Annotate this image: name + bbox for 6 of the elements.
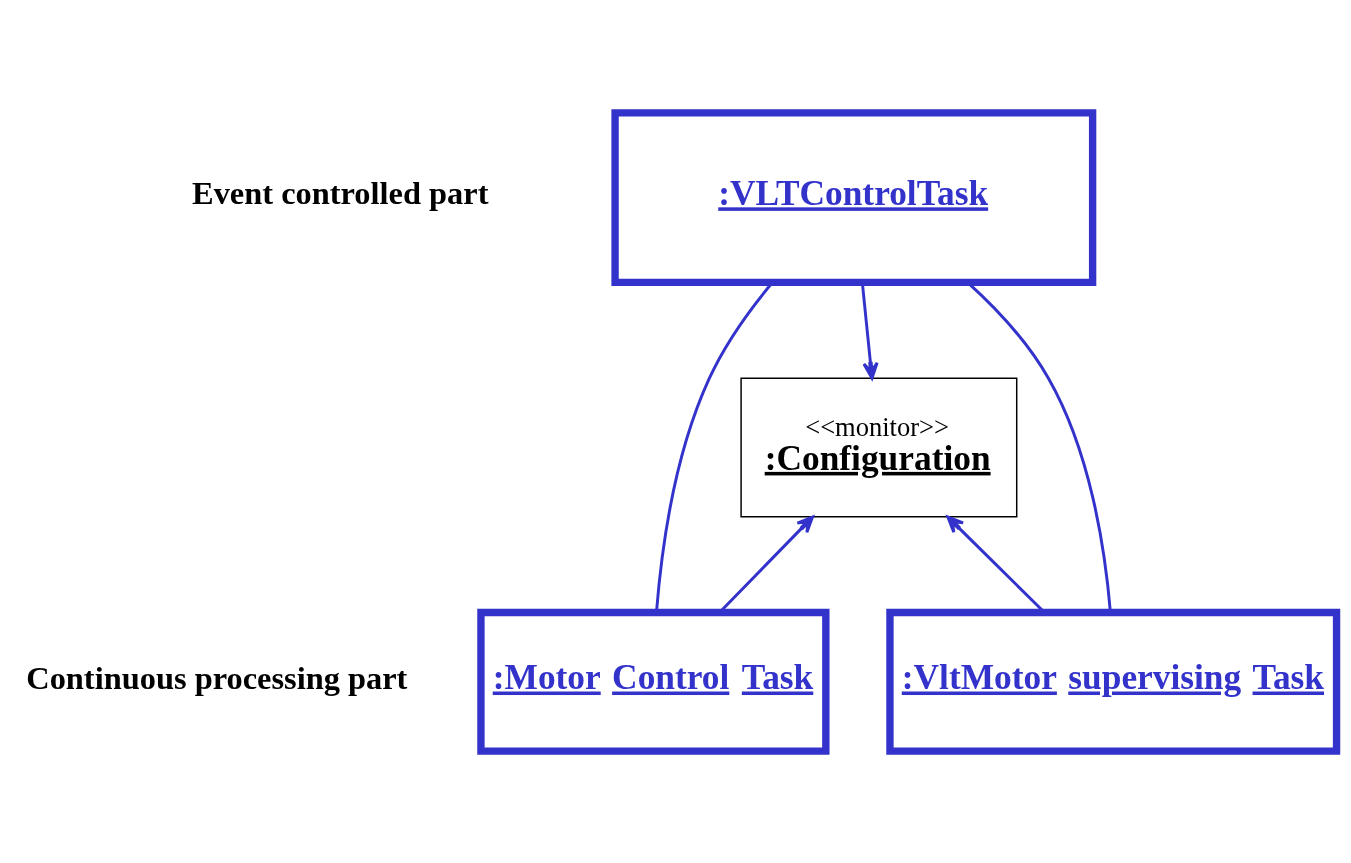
label: Event controlled part <box>192 174 489 211</box>
node-box: :VltMotor supervising Task <box>886 608 1341 755</box>
node-box: <<monitor>> :Configuration <box>740 376 1018 517</box>
node-box: :VLTControlTask <box>611 108 1097 286</box>
node-box: :Motor Control Task <box>477 608 830 755</box>
label: Continuous processing part <box>26 659 408 696</box>
